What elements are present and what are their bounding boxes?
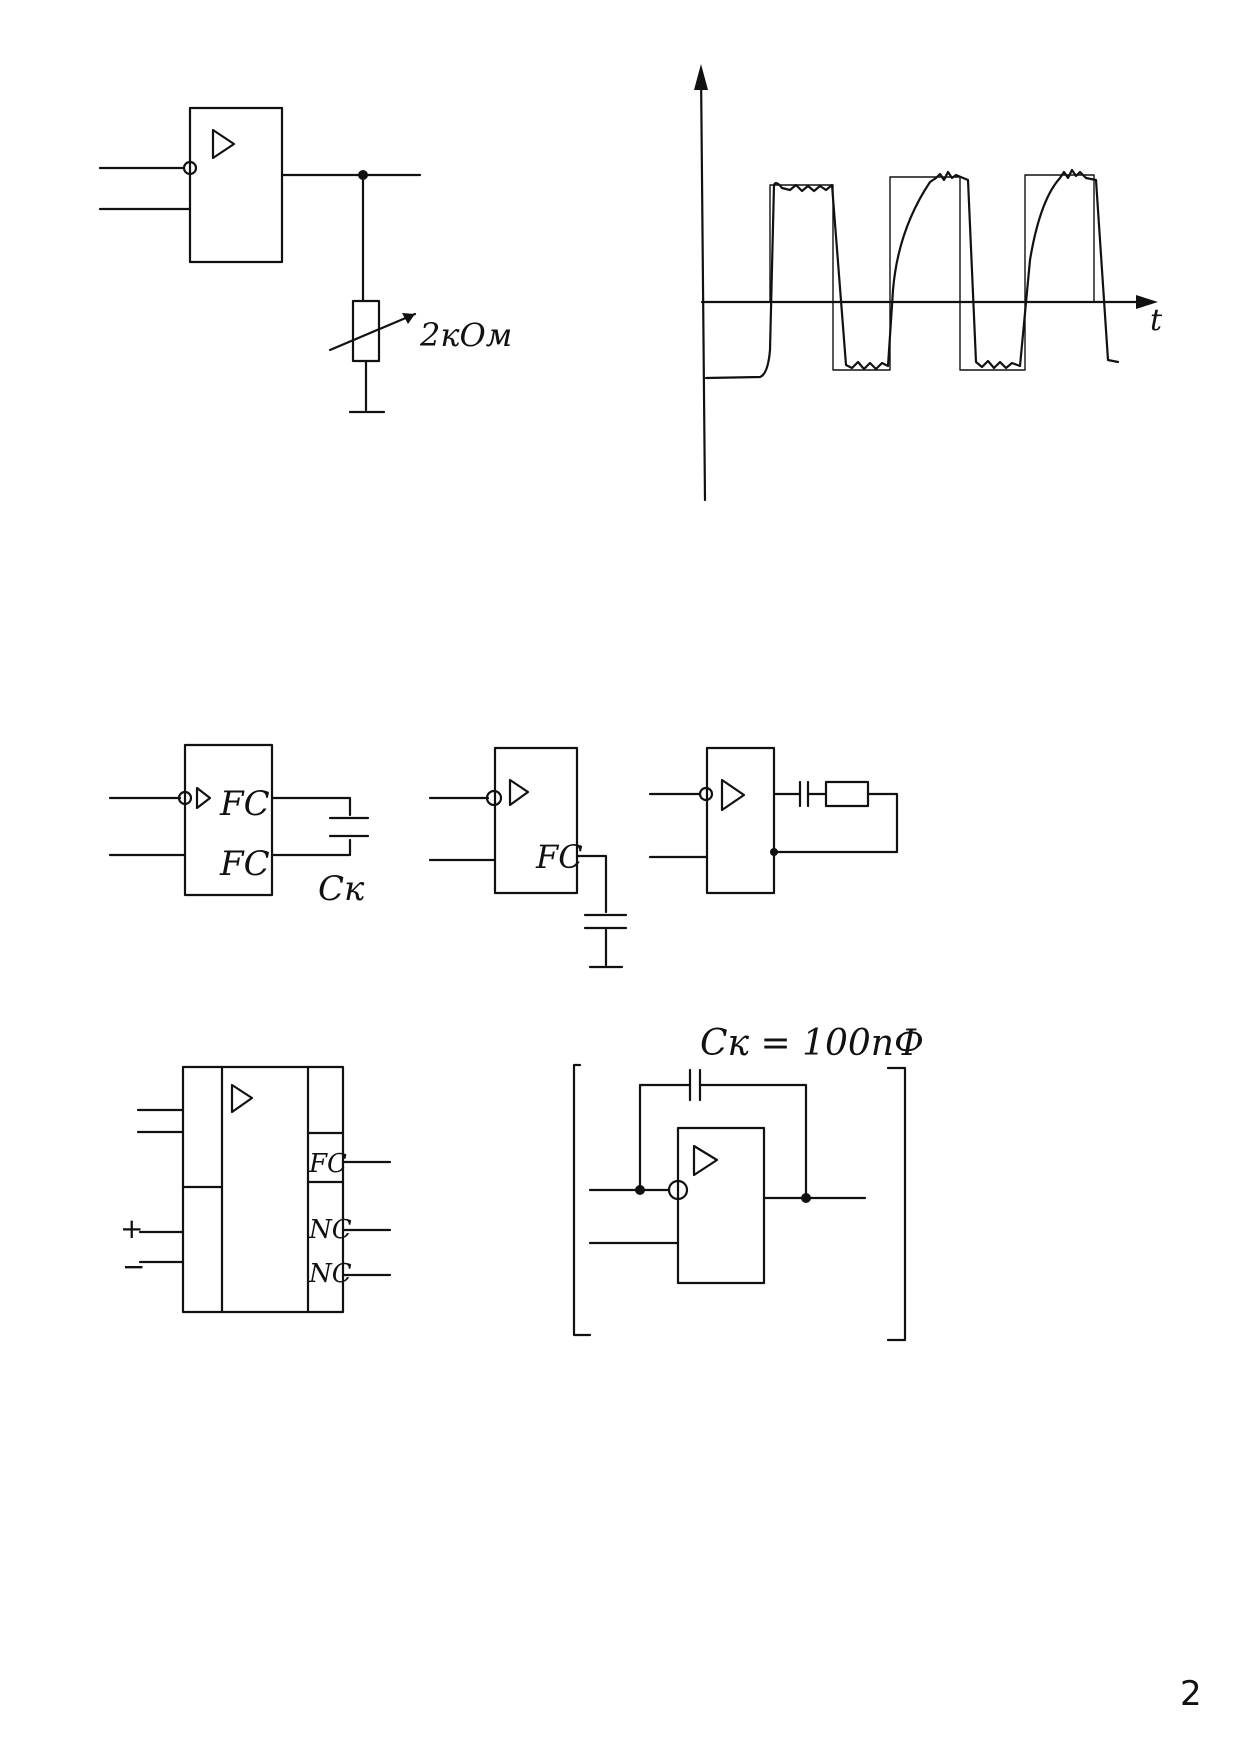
arrowhead-icon [402, 313, 415, 324]
measured-waveform [704, 168, 1120, 380]
right-bracket [886, 1066, 907, 1342]
comparator-triangle-icon [508, 778, 530, 807]
comparator-body [181, 1065, 345, 1314]
fc-wire [575, 854, 608, 914]
comparator-circuit-5: + − FC NC NC [120, 1065, 392, 1314]
fc-pin-label-top: FC [219, 784, 270, 824]
feedback-wire-left [638, 1083, 692, 1192]
comparator-body [183, 743, 274, 897]
variable-resistor-arrow [328, 312, 417, 352]
inversion-bubble-icon [177, 790, 193, 806]
comparator-body [493, 746, 579, 895]
inversion-bubble-icon [485, 789, 503, 807]
comparator-triangle-icon [230, 1083, 254, 1114]
comparator-body [705, 746, 776, 895]
junction-dot [770, 848, 778, 856]
comparator-circuit-1: 2кОм [98, 106, 512, 414]
time-axis-label: t [1150, 303, 1163, 338]
capacitor-label: Cк [318, 869, 365, 909]
comparator-body [676, 1126, 766, 1285]
inversion-bubble-icon [698, 786, 714, 802]
resistor [824, 780, 870, 808]
fc-pin-label: FC [535, 838, 583, 876]
comparator-circuit-4 [648, 746, 899, 895]
left-bracket [572, 1063, 592, 1337]
waveform-plot: t [694, 64, 1163, 502]
fc-pin-label-bottom: FC [219, 844, 270, 884]
comparator-circuit-2: FC FC Cк [108, 743, 370, 909]
inversion-bubble-icon [182, 160, 198, 176]
plus-sign: + [120, 1212, 143, 1245]
fc-top-wire [270, 796, 352, 817]
y-axis-arrowhead-icon [694, 64, 708, 90]
comparator-body [188, 106, 284, 264]
resistor-label: 2кОм [419, 316, 512, 354]
comparator-triangle-icon [720, 778, 746, 812]
page-number: 2 [1180, 1674, 1202, 1714]
fc-pin-label: FC [308, 1149, 347, 1179]
fc-bottom-wire [270, 838, 352, 857]
comparator-triangle-icon [211, 128, 236, 160]
y-axis [699, 68, 707, 502]
comparator-circuit-6: Cк = 100пФ [572, 1023, 924, 1342]
comparator-triangle-icon [692, 1144, 719, 1177]
comparator-circuit-3: FC [428, 746, 628, 969]
x-axis-arrowhead-icon [1136, 295, 1158, 309]
feedback-wire-right [698, 1083, 808, 1200]
comparator-triangle-icon [195, 786, 212, 810]
minus-sign: − [122, 1250, 145, 1283]
capacitor-label: Cк = 100пФ [700, 1023, 924, 1064]
feedback-wire [772, 792, 899, 854]
